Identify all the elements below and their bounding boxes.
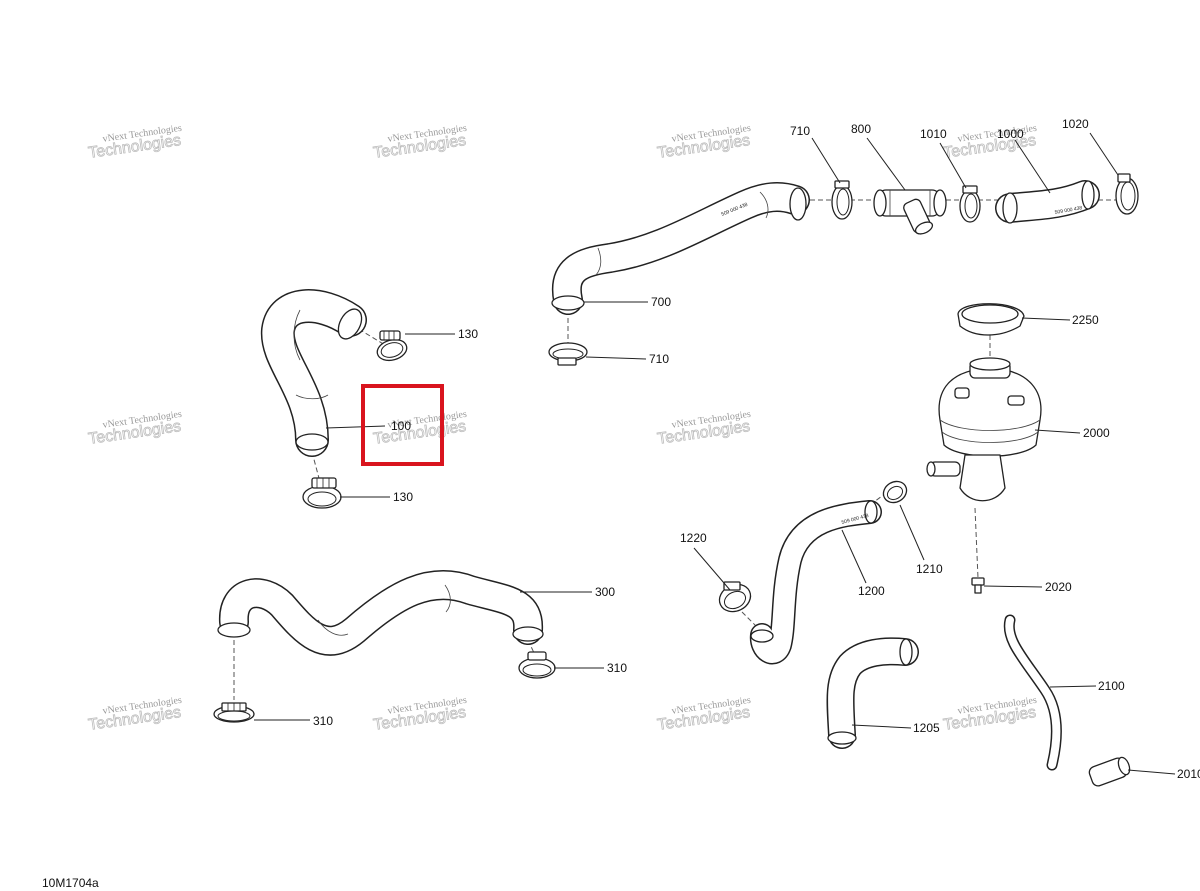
callout-310[interactable]: 310	[607, 661, 627, 675]
part-1000-hose[interactable]: 509 000 438	[995, 180, 1100, 224]
callout-700[interactable]: 700	[651, 295, 671, 309]
watermark: vNext Technologies Technologies	[87, 409, 183, 449]
callout-1210[interactable]: 1210	[916, 562, 943, 576]
watermark: vNext Technologies Technologies	[87, 695, 183, 735]
callout-1010[interactable]: 1010	[920, 127, 947, 141]
hose-end	[217, 622, 251, 638]
part-710-clamp-upper[interactable]	[831, 180, 853, 220]
part-310-clamp-left[interactable]	[213, 702, 255, 723]
callout-130[interactable]: 130	[458, 327, 478, 341]
part-2100-tube[interactable]	[1003, 614, 1062, 771]
part-1010-clamp[interactable]	[959, 185, 981, 223]
part-1220-clamp[interactable]	[715, 579, 755, 616]
highlight-box	[361, 384, 444, 466]
callout-130[interactable]: 130	[393, 490, 413, 504]
part-1200-hose[interactable]: 509 000 438	[749, 500, 882, 665]
watermark: vNext Technologies Technologies	[372, 695, 468, 735]
hose-end	[295, 433, 329, 451]
part-2000-reservoir[interactable]	[926, 357, 1042, 502]
hose-end	[864, 500, 878, 524]
hose-end	[899, 638, 913, 666]
part-2250-cap[interactable]	[957, 303, 1025, 336]
callout-2250[interactable]: 2250	[1072, 313, 1099, 327]
part-2010-sleeve[interactable]	[1088, 756, 1132, 788]
part-710-clamp-lower[interactable]	[548, 342, 588, 366]
watermark: vNext Technologies Technologies	[942, 123, 1038, 163]
watermark: vNext Technologies Technologies	[656, 123, 752, 163]
axis-1220	[741, 611, 761, 631]
callout-300[interactable]: 300	[595, 585, 615, 599]
callout-2010[interactable]: 2010	[1177, 767, 1200, 781]
part-100-hose[interactable]	[260, 289, 367, 457]
watermark: vNext Technologies Technologies	[942, 695, 1038, 735]
part-130-clamp-lower[interactable]	[302, 477, 342, 509]
part-1020-clamp[interactable]	[1115, 173, 1139, 215]
diagram-code: 10M1704a	[42, 876, 99, 890]
callout-1000[interactable]: 1000	[997, 127, 1024, 141]
leader-lines	[254, 132, 1176, 775]
part-300-hose[interactable]	[217, 570, 544, 656]
callout-100[interactable]: 100	[391, 419, 411, 433]
part-2020-screw[interactable]	[971, 577, 985, 594]
callout-710[interactable]: 710	[790, 124, 810, 138]
callout-1220[interactable]: 1220	[680, 531, 707, 545]
hose-end	[1081, 180, 1095, 210]
hose-part-marking: 509 000 438	[1054, 205, 1083, 216]
hose-end	[750, 629, 774, 643]
part-800-tee-connector[interactable]	[873, 189, 947, 236]
part-700-hose[interactable]: 509 000 438	[551, 182, 810, 315]
watermark: vNext Technologies Technologies	[656, 695, 752, 735]
watermark: vNext Technologies Technologies	[372, 409, 468, 449]
callout-1200[interactable]: 1200	[858, 584, 885, 598]
hose-end	[337, 308, 363, 340]
callout-1205[interactable]: 1205	[913, 721, 940, 735]
watermark: vNext Technologies Technologies	[372, 123, 468, 163]
callout-2000[interactable]: 2000	[1083, 426, 1110, 440]
axis-2020	[974, 507, 979, 579]
part-1210-clamp[interactable]	[880, 477, 911, 506]
part-310-clamp-right[interactable]	[518, 651, 556, 679]
callout-labels: 100 130 130 300 310 310 700 710 710 800 …	[313, 117, 1200, 781]
part-130-clamp-upper[interactable]	[375, 330, 409, 364]
callout-1020[interactable]: 1020	[1062, 117, 1089, 131]
axis-130-bottom	[311, 451, 321, 483]
callout-310[interactable]: 310	[313, 714, 333, 728]
hose-end	[789, 187, 807, 221]
callout-2020[interactable]: 2020	[1045, 580, 1072, 594]
watermark: vNext Technologies Technologies	[656, 409, 752, 449]
hose-end	[1002, 192, 1018, 224]
callout-800[interactable]: 800	[851, 122, 871, 136]
part-1205-hose[interactable]	[826, 637, 919, 749]
watermark: vNext Technologies Technologies	[87, 123, 183, 163]
hose-end	[551, 295, 585, 311]
axis-130-top	[351, 324, 386, 346]
callout-2100[interactable]: 2100	[1098, 679, 1125, 693]
hose-end	[827, 731, 857, 745]
callout-710[interactable]: 710	[649, 352, 669, 366]
hose-end	[512, 626, 544, 642]
